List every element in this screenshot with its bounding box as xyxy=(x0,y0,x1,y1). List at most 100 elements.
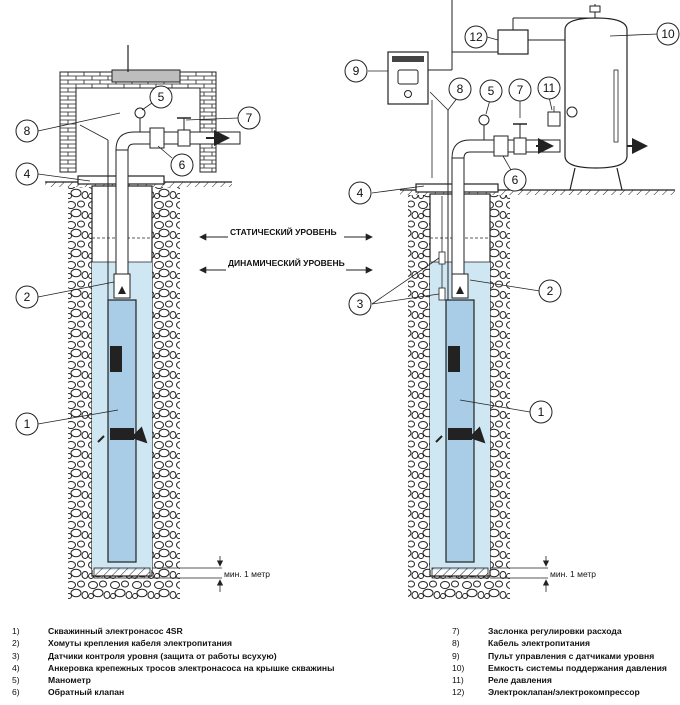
manometer-right xyxy=(478,114,490,126)
check-valve-left xyxy=(149,127,165,149)
legend-text: Анкеровка крепежных тросов электронасоса… xyxy=(48,662,335,673)
callout-4-left: 4 xyxy=(15,162,39,186)
level-sensor-high xyxy=(438,251,446,265)
level-sensor-low xyxy=(438,287,446,301)
svg-text:1: 1 xyxy=(24,417,31,431)
svg-text:10: 10 xyxy=(661,27,675,41)
svg-text:11: 11 xyxy=(543,81,556,95)
callout-markers: 8 4 2 1 5 6 7 9 xyxy=(15,22,680,436)
legend-number: 6) xyxy=(12,687,20,698)
callout-7-right: 7 xyxy=(508,78,532,102)
static-level-label: СТАТИЧЕСКИЙ УРОВЕНЬ xyxy=(230,226,337,237)
callout-7-left: 7 xyxy=(237,106,261,130)
legend-number: 10) xyxy=(452,662,465,673)
svg-text:6: 6 xyxy=(512,173,519,187)
svg-text:2: 2 xyxy=(547,284,554,298)
svg-text:9: 9 xyxy=(353,64,360,78)
legend-item: 8) Кабель электропитания xyxy=(452,637,677,649)
legend-item: 12) Электроклапан/электрокомпрессор xyxy=(452,686,677,698)
callout-8-right: 8 xyxy=(448,77,472,101)
dynamic-level-label: ДИНАМИЧЕСКИЙ УРОВЕНЬ xyxy=(228,257,345,268)
svg-text:2: 2 xyxy=(24,290,31,304)
legend-text: Емкость системы поддержания давления xyxy=(488,662,667,673)
svg-text:8: 8 xyxy=(457,82,464,96)
brick-well-house xyxy=(59,45,217,173)
legend-item: 7)Заслонка регулировки расхода xyxy=(452,625,677,637)
callout-3: 3 xyxy=(348,292,372,316)
svg-text:3: 3 xyxy=(357,297,364,311)
legend-item: 1) Скважинный электронасос 4SR xyxy=(12,625,342,637)
legend-item: 2) Хомуты крепления кабеля электропитания xyxy=(12,637,342,649)
tank-manometer xyxy=(566,106,578,118)
svg-text:7: 7 xyxy=(246,111,253,125)
legend-number: 12) xyxy=(452,687,465,698)
manometer-left xyxy=(134,107,146,119)
callout-9: 9 xyxy=(344,59,368,83)
right-installation: мин. 1 метр xyxy=(387,0,675,600)
legend-text: Пульт управления с датчиками уровня xyxy=(488,650,655,661)
callout-6-left: 6 xyxy=(170,153,194,177)
legend-item: 6) Обратный клапан xyxy=(12,686,342,698)
min-depth-label-left: мин. 1 метр xyxy=(224,569,270,579)
legend-left: 1) Скважинный электронасос 4SR 2) Хомуты к… xyxy=(12,625,342,699)
min-depth-marker-right xyxy=(490,556,550,592)
well-bottom-filter-left xyxy=(93,567,151,579)
callout-6-right: 6 xyxy=(503,168,527,192)
svg-text:8: 8 xyxy=(24,124,31,138)
check-valve-right xyxy=(493,135,509,157)
legend-number: 2) xyxy=(12,638,20,649)
callout-10: 10 xyxy=(656,22,680,46)
legend-text: Кабель электропитания xyxy=(488,638,590,649)
legend-number: 1) xyxy=(12,626,20,636)
legend-number: 9) xyxy=(452,650,460,661)
electrovalve-compressor xyxy=(497,29,529,55)
stone-fill-left-outer xyxy=(68,187,96,599)
svg-text:1: 1 xyxy=(538,405,545,419)
svg-text:4: 4 xyxy=(24,167,31,181)
min-depth-label-right: мин. 1 метр xyxy=(550,569,596,579)
legend-text: Хомуты крепления кабеля электропитания xyxy=(48,638,232,649)
legend-item: 4) Анкеровка крепежных тросов электронасо… xyxy=(12,662,342,674)
well-bottom-filter-right xyxy=(431,567,489,579)
pressure-tank xyxy=(564,4,648,191)
svg-text:5: 5 xyxy=(158,90,165,104)
legend-number: 7) xyxy=(452,626,460,636)
legend-number: 4) xyxy=(12,662,20,673)
legend-number: 11) xyxy=(452,675,464,686)
left-installation: мин. 1 метр xyxy=(45,45,270,600)
legend-text: Реле давления xyxy=(488,675,552,686)
legend-right: 7)Заслонка регулировки расхода 8) Кабель … xyxy=(452,625,677,699)
legend-number: 8) xyxy=(452,638,460,649)
legend-text: Обратный клапан xyxy=(48,687,125,698)
legend-text: Скважинный электронасос 4SR xyxy=(48,626,183,636)
callout-2-left: 2 xyxy=(15,285,39,309)
callout-5-right: 5 xyxy=(479,79,503,103)
control-panel xyxy=(387,0,453,178)
pressure-switch xyxy=(547,111,561,127)
svg-text:12: 12 xyxy=(469,30,483,44)
svg-text:4: 4 xyxy=(357,186,364,200)
roof-hatch xyxy=(111,69,181,83)
well-pump-installation-diagram: мин. 1 метр СТАТИЧЕСКИЙ УРОВЕНЬ ДИНАМИЧЕ… xyxy=(15,0,680,600)
callout-2-right: 2 xyxy=(538,279,562,303)
legend-text: Электроклапан/электрокомпрессор xyxy=(488,687,640,698)
legend-text: Датчики контроля уровня (защита от работ… xyxy=(48,650,277,661)
legend-text: Манометр xyxy=(48,675,91,686)
legend-item: 10) Емкость системы поддержания давления xyxy=(452,662,677,674)
legend-number: 5) xyxy=(12,675,20,686)
legend-item: 11) Реле давления xyxy=(452,674,677,686)
callout-11: 11 xyxy=(537,76,561,100)
callout-1-left: 1 xyxy=(15,412,39,436)
legend-item: 9) Пульт управления с датчиками уровня xyxy=(452,650,677,662)
svg-text:5: 5 xyxy=(488,84,495,98)
submersible-pump-right xyxy=(435,273,484,563)
legend-item: 3)Датчики контроля уровня (защита от раб… xyxy=(12,650,342,662)
min-depth-marker-left xyxy=(152,556,224,592)
submersible-pump-left xyxy=(97,273,146,563)
svg-text:6: 6 xyxy=(179,158,186,172)
stone-fill-left-inner xyxy=(150,187,180,599)
callout-1-right: 1 xyxy=(529,400,553,424)
callout-5-left: 5 xyxy=(149,85,173,109)
water-level-indicators: СТАТИЧЕСКИЙ УРОВЕНЬ ДИНАМИЧЕСКИЙ УРОВЕНЬ xyxy=(199,226,373,274)
callout-4-right: 4 xyxy=(348,181,372,205)
